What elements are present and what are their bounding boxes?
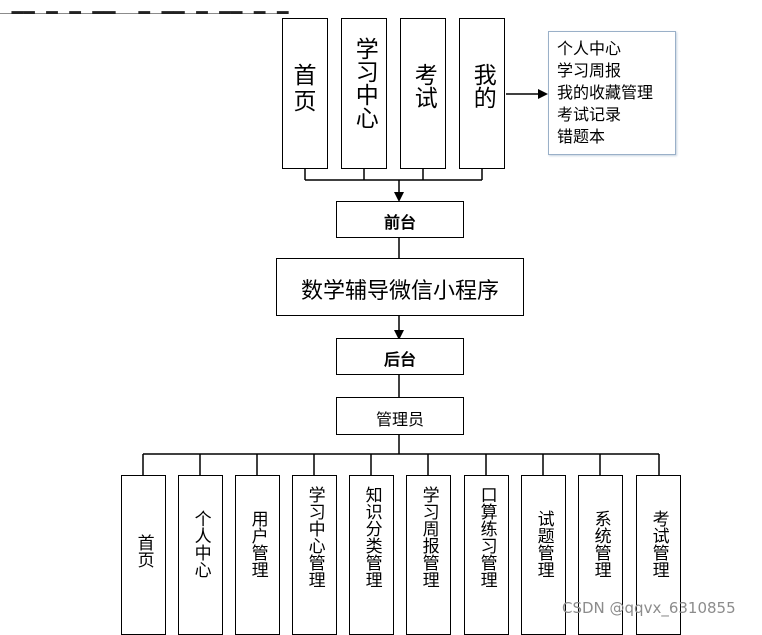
my-item: 考试记录 bbox=[557, 105, 622, 124]
vertical-label: 系统管理 bbox=[590, 510, 611, 578]
top-module-exam: 考试 bbox=[400, 18, 446, 169]
admin-module-mental-arithmetic-mgmt: 口算练习管理 bbox=[464, 475, 509, 635]
admin-module-system-mgmt: 系统管理 bbox=[578, 475, 623, 635]
admin-module-home: 首页 bbox=[121, 475, 166, 635]
vertical-label: 学习周报管理 bbox=[418, 486, 439, 588]
admin-module-user-mgmt: 用户管理 bbox=[235, 475, 280, 635]
top-module-home: 首页 bbox=[282, 18, 328, 169]
admin-module-label: 学习周报管理 bbox=[407, 486, 450, 588]
admin-module-label: 用户管理 bbox=[236, 510, 279, 578]
clipped-top-text: ▁▂▂▁▂▁▂▁▂▂▁▁▂▁▂▂▁▂▁▂▂▁▂▁▂ bbox=[0, 0, 289, 14]
admin-module-label: 系统管理 bbox=[579, 510, 622, 578]
admin-module-label: 考试管理 bbox=[637, 510, 680, 578]
admin-module-knowledge-category-mgmt: 知识分类管理 bbox=[349, 475, 394, 635]
admin-module-exam-mgmt: 考试管理 bbox=[636, 475, 681, 635]
vertical-label: 考试 bbox=[410, 63, 437, 109]
vertical-label: 用户管理 bbox=[247, 510, 268, 578]
watermark: CSDN @qqvx_6310855 bbox=[562, 599, 736, 617]
admin-module-weekly-report-mgmt: 学习周报管理 bbox=[406, 475, 451, 635]
top-module-mine: 我的 bbox=[459, 18, 505, 169]
vertical-label: 学习中心管理 bbox=[304, 486, 325, 588]
admin-module-label: 试题管理 bbox=[522, 510, 565, 578]
my-item: 错题本 bbox=[557, 127, 606, 146]
vertical-label: 口算练习管理 bbox=[476, 486, 497, 588]
admin-module-label: 口算练习管理 bbox=[465, 486, 508, 588]
admin-module-label: 首页 bbox=[122, 534, 165, 568]
my-items-note: 个人中心 学习周报 我的收藏管理 考试记录 错题本 bbox=[548, 31, 676, 155]
top-module-study-center-label: 学习中心 bbox=[342, 37, 386, 129]
admin-module-label: 知识分类管理 bbox=[350, 486, 393, 588]
backend-box: 后台 bbox=[336, 338, 464, 375]
vertical-label: 考试管理 bbox=[648, 510, 669, 578]
admin-module-question-mgmt: 试题管理 bbox=[521, 475, 566, 635]
my-item: 我的收藏管理 bbox=[557, 83, 654, 102]
system-title: 数学辅导微信小程序 bbox=[300, 279, 499, 304]
backend-label: 后台 bbox=[383, 350, 416, 369]
admin-module-study-center-mgmt: 学习中心管理 bbox=[292, 475, 337, 635]
frontend-box: 前台 bbox=[336, 201, 464, 238]
vertical-label: 首页 bbox=[133, 534, 154, 568]
my-item: 个人中心 bbox=[557, 39, 622, 58]
vertical-label: 个人中心 bbox=[190, 510, 211, 578]
top-module-mine-label: 我的 bbox=[460, 63, 504, 109]
admin-module-profile: 个人中心 bbox=[178, 475, 223, 635]
admin-module-label: 学习中心管理 bbox=[293, 486, 336, 588]
vertical-label: 学习中心 bbox=[351, 37, 378, 129]
system-title-box: 数学辅导微信小程序 bbox=[276, 258, 524, 316]
vertical-label: 知识分类管理 bbox=[361, 486, 382, 588]
frontend-label: 前台 bbox=[383, 213, 416, 232]
top-module-exam-label: 考试 bbox=[401, 63, 445, 109]
admin-module-label: 个人中心 bbox=[179, 510, 222, 578]
char: 首页 bbox=[293, 63, 317, 116]
top-module-study-center: 学习中心 bbox=[341, 18, 387, 169]
top-module-home-label: 首页 bbox=[283, 63, 327, 116]
vertical-label: 我的 bbox=[469, 63, 496, 109]
admin-box: 管理员 bbox=[336, 397, 464, 435]
admin-label: 管理员 bbox=[375, 410, 424, 429]
my-item: 学习周报 bbox=[557, 61, 622, 80]
vertical-label: 试题管理 bbox=[533, 510, 554, 578]
